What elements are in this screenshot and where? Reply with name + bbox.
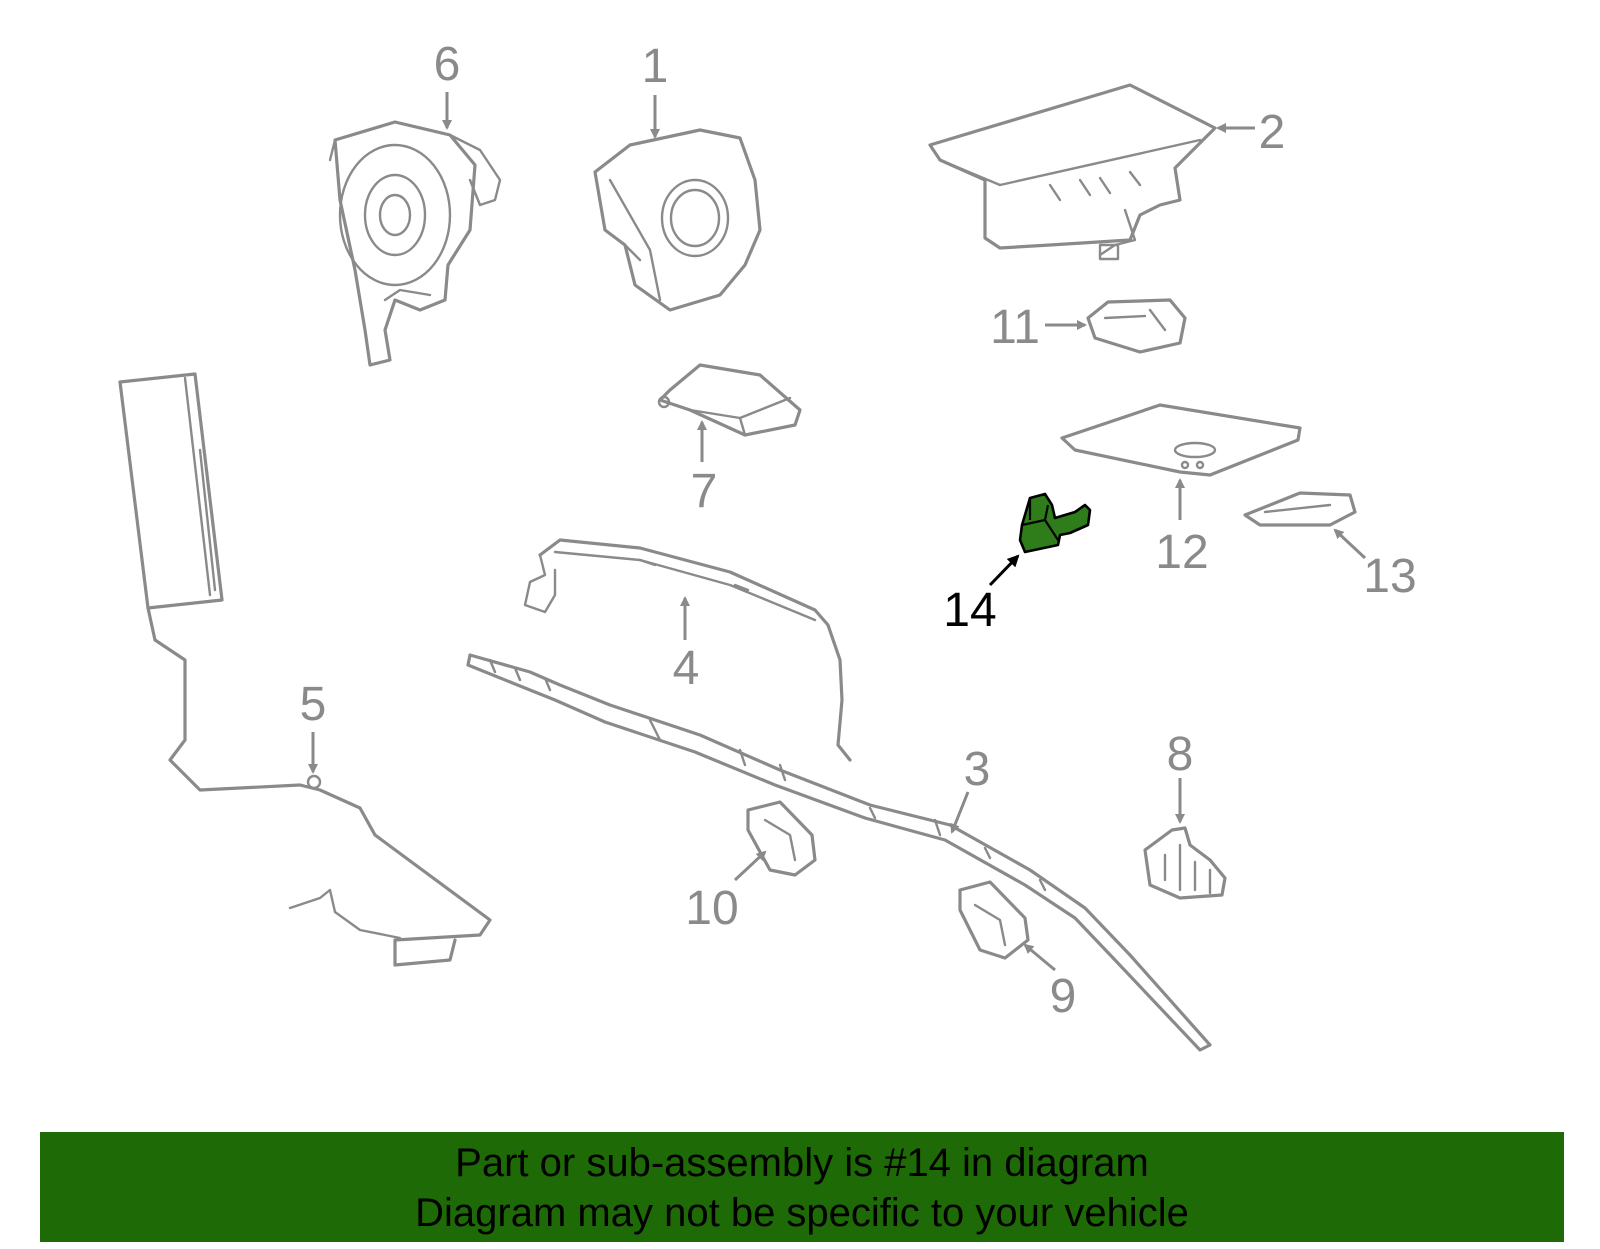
part-1-steering-wheel-airbag[interactable] [593,128,762,312]
callout-12[interactable]: 12 [1155,526,1208,579]
part-7-airbag-control-module[interactable] [657,363,802,437]
part-9-sensor[interactable] [958,880,1030,960]
callout-8[interactable]: 8 [1167,728,1194,781]
callout-9[interactable]: 9 [1050,970,1077,1023]
part-12-pad[interactable] [1060,403,1302,477]
part-2-passenger-airbag[interactable] [928,83,1217,261]
callout-7[interactable]: 7 [691,465,718,518]
part-14-highlighted-sensor[interactable] [1018,492,1092,554]
part-5-side-airbag[interactable] [118,372,492,967]
banner-line-1: Part or sub-assembly is #14 in diagram [455,1141,1149,1185]
part-6-clock-spring[interactable] [328,120,502,367]
leader-lines [308,92,1367,972]
info-banner: Part or sub-assembly is #14 in diagram D… [40,1132,1564,1242]
parts-diagram: 6 1 2 11 7 12 13 14 4 5 3 8 10 9 [118,38,1417,1052]
callout-14[interactable]: 14 [943,584,996,637]
callout-4[interactable]: 4 [673,642,700,695]
callout-11[interactable]: 11 [990,301,1040,354]
callout-6[interactable]: 6 [434,38,461,91]
part-8-sensor[interactable] [1143,826,1227,900]
callout-labels: 6 1 2 11 7 12 13 14 4 5 3 8 10 9 [300,38,1417,1023]
part-11-sensor[interactable] [1086,298,1187,354]
callout-1[interactable]: 1 [642,40,669,93]
part-13-sensor[interactable] [1243,491,1357,527]
callout-3[interactable]: 3 [964,743,991,796]
callout-13[interactable]: 13 [1363,550,1416,603]
banner-line-2: Diagram may not be specific to your vehi… [415,1191,1189,1235]
callout-5[interactable]: 5 [300,678,327,731]
callout-2[interactable]: 2 [1259,106,1286,159]
part-10-sensor[interactable] [746,800,817,877]
leader-14 [988,554,1020,587]
callout-10[interactable]: 10 [685,882,738,935]
part-4-airbag-tube[interactable] [523,538,852,762]
part-3-curtain-airbag[interactable] [466,653,1212,1052]
